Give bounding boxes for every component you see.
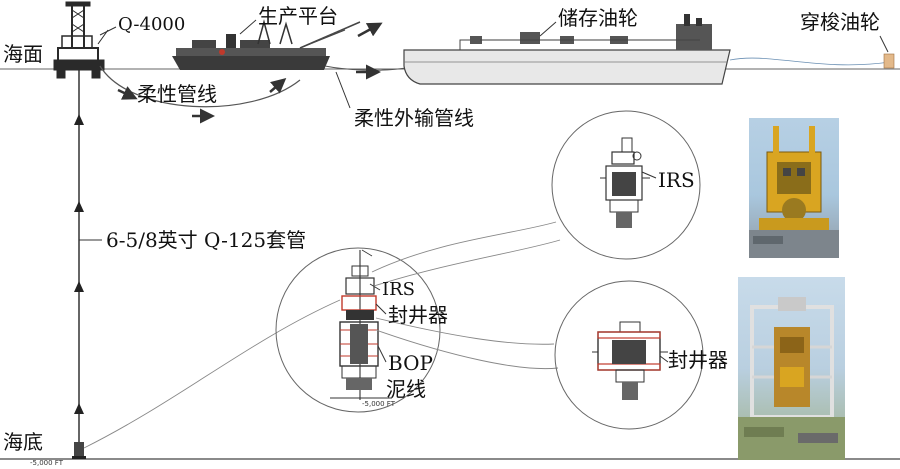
production-platform-icon: [172, 19, 361, 70]
shuttle-tanker-icon: [883, 53, 895, 69]
sealer-detail-circle: [554, 280, 704, 430]
sealer-connector-upper: [375, 317, 555, 345]
q4000-rig-icon: [53, 1, 109, 79]
bop-leader: [377, 345, 387, 363]
irs-connector-upper: [371, 221, 557, 273]
irs-equipment-photo: [749, 118, 839, 258]
flow-arrow-3: [269, 78, 287, 94]
shuttle-tanker-label: 穿梭油轮: [800, 10, 880, 34]
bop-label: BOP: [388, 351, 433, 375]
sealer-detail-label: 封井器: [668, 348, 728, 372]
stack-detail-circle: [275, 247, 441, 413]
seabed-label: 海底: [3, 430, 43, 454]
irs-detail-circle: [551, 110, 701, 260]
sea-surface-label: 海面: [3, 42, 43, 66]
irs-detail-icon: [600, 137, 650, 228]
stack-depth-label: -5,000 FT: [362, 400, 395, 408]
irs-detail-label: IRS: [658, 168, 695, 192]
production-platform-label: 生产平台: [258, 4, 338, 28]
sealer-main-label: 封井器: [388, 303, 448, 327]
export-label-leader: [335, 71, 351, 109]
upward-flow-arrows: [74, 114, 84, 414]
flow-arrow-sky: [357, 22, 383, 38]
seabed-wellhead-icon: [72, 442, 86, 459]
wellhead-to-stack-curve: [83, 299, 341, 449]
storage-tanker-icon: [403, 14, 731, 85]
shuttle-label-leader: [879, 35, 889, 53]
irs-main-leader: [369, 283, 381, 291]
shuttle-transfer-line: [729, 57, 891, 66]
sealer-equipment-photo: [738, 277, 845, 460]
tanker-label-leader: [539, 21, 557, 37]
sealer-detail-icon: [592, 321, 668, 400]
export-pipe-curve: [324, 65, 407, 71]
subsea-stack-icon: [330, 249, 392, 400]
platform-label-leader: [239, 19, 257, 35]
flow-arrow-1: [117, 86, 138, 100]
irs-detail-leader: [641, 171, 657, 179]
casing-label: 6-5/8英寸 Q-125套管: [106, 228, 307, 252]
irs-main-label: IRS: [382, 279, 415, 300]
rig-label-leader: [99, 26, 117, 36]
flexible-export-pipe-label: 柔性外输管线: [354, 106, 474, 130]
sealer-main-leader: [375, 303, 387, 315]
rig-label: Q-4000: [118, 14, 186, 35]
irs-connector-lower: [373, 239, 561, 287]
sealer-connector-lower: [375, 329, 559, 370]
flexible-pipe-label: 柔性管线: [137, 82, 217, 106]
storage-tanker-label: 储存油轮: [558, 6, 638, 30]
seabed-depth-label: -5,000 FT: [30, 459, 63, 467]
mudline-label: 泥线: [386, 377, 426, 401]
sealer-detail-leader: [659, 355, 669, 363]
